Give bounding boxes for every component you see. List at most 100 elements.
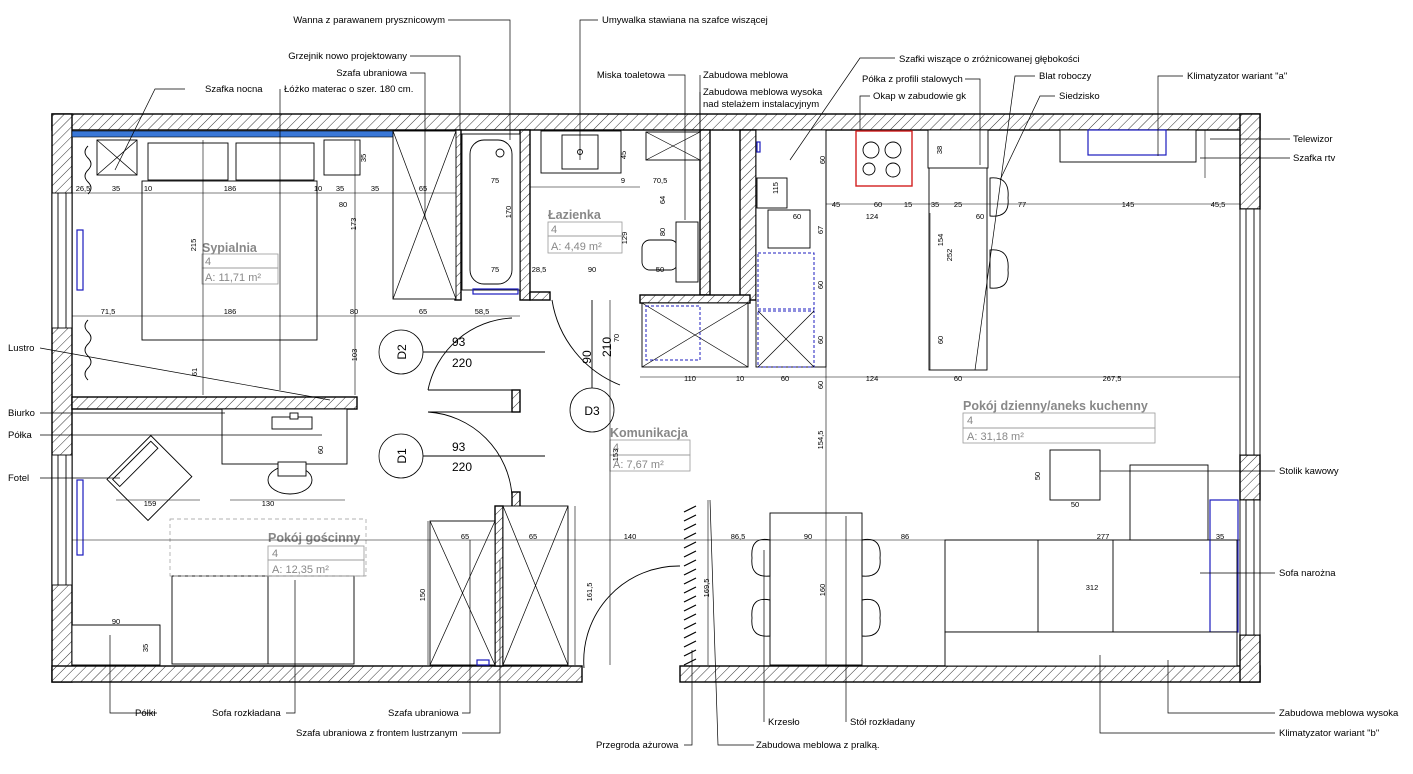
doors: D2 93 220 D1 93 220 D3 90 210 bbox=[378, 299, 681, 669]
svg-text:A: 4,49 m²: A: 4,49 m² bbox=[551, 241, 602, 253]
dimension-label: 10 bbox=[314, 184, 322, 193]
door-d2-height: 220 bbox=[452, 356, 472, 370]
svg-text:4: 4 bbox=[967, 415, 973, 427]
callout-siedzisko: Siedzisko bbox=[1059, 91, 1100, 102]
callout-zabudowa-pralka: Zabudowa meblowa z pralką. bbox=[756, 740, 880, 751]
callout-lozko: Łóżko materac o szer. 180 cm. bbox=[284, 84, 413, 95]
dimension-label: 50 bbox=[1071, 500, 1079, 509]
bathroom bbox=[461, 130, 701, 295]
bed bbox=[141, 180, 318, 341]
partition-slat bbox=[683, 631, 697, 639]
dimension-label: 145 bbox=[1122, 200, 1135, 209]
windows bbox=[51, 192, 1261, 636]
callout-klimatyzator-b: Klimatyzator wariant "b" bbox=[1279, 728, 1379, 739]
door-d2-label: D2 bbox=[395, 344, 409, 360]
room-label-goscinny: Pokój gościnny 4 A: 12,35 m² bbox=[169, 518, 367, 577]
dimension-label: 50 bbox=[1033, 472, 1042, 480]
partition-slat bbox=[683, 622, 697, 630]
dimension-label: 35 bbox=[336, 184, 344, 193]
dimension-label: 35 bbox=[371, 184, 379, 193]
callout-zabudowa-wysoka1: Zabudowa meblowa wysoka bbox=[703, 87, 823, 98]
room-label-lazienka: Łazienka 4 A: 4,49 m² bbox=[547, 208, 623, 254]
dimension-label: 90 bbox=[112, 617, 120, 626]
dimension-label: 215 bbox=[189, 239, 198, 252]
dimension-label: 160 bbox=[818, 584, 827, 597]
dimension-label: 312 bbox=[1086, 583, 1099, 592]
room-label-sypialnia: Sypialnia 4 A: 11,71 m² bbox=[201, 241, 279, 285]
dimension-label: 60 bbox=[874, 200, 882, 209]
room-label-dzienny: Pokój dzienny/aneks kuchenny 4 A: 31,18 … bbox=[962, 399, 1156, 444]
callout-labels: Wanna z parawanem prysznicowym Grzejnik … bbox=[8, 15, 1399, 751]
dimension-label: 65 bbox=[419, 184, 427, 193]
svg-text:Sypialnia: Sypialnia bbox=[202, 241, 258, 255]
svg-text:A: 12,35 m²: A: 12,35 m² bbox=[272, 564, 329, 576]
partition-slat bbox=[683, 658, 697, 666]
dimension-label: 103 bbox=[350, 349, 359, 362]
svg-text:Komunikacja: Komunikacja bbox=[610, 426, 689, 440]
nightstand-right bbox=[323, 139, 361, 176]
partition-slat bbox=[683, 640, 697, 648]
partition-slat bbox=[683, 514, 697, 522]
interior-walls bbox=[71, 129, 757, 667]
dimension-label: 130 bbox=[262, 499, 275, 508]
svg-text:4: 4 bbox=[551, 224, 557, 236]
dimension-label: 65 bbox=[419, 307, 427, 316]
hob bbox=[855, 130, 913, 187]
dimension-label: 60 bbox=[781, 374, 789, 383]
dimension-label: 110 bbox=[684, 374, 696, 383]
dimension-label: 186 bbox=[224, 307, 237, 316]
dimension-label: 186 bbox=[224, 184, 237, 193]
partition-slat bbox=[683, 532, 697, 540]
dimension-label: 154 bbox=[936, 234, 945, 247]
dimension-label: 70 bbox=[612, 334, 621, 342]
dimension-label: 35 bbox=[931, 200, 939, 209]
dimension-label: 252 bbox=[945, 249, 954, 262]
callout-sofa-narozna: Sofa narożna bbox=[1279, 568, 1336, 579]
door-d3-label: D3 bbox=[584, 404, 600, 418]
callout-stolik: Stolik kawowy bbox=[1279, 466, 1339, 477]
dimension-label: 45 bbox=[619, 151, 628, 159]
washer-cabinet bbox=[641, 302, 749, 368]
dimension-label: 60 bbox=[936, 336, 945, 344]
callout-miska: Miska toaletowa bbox=[597, 70, 666, 81]
door-d1-label: D1 bbox=[395, 448, 409, 464]
dimension-label: 161,5 bbox=[585, 583, 594, 602]
dimension-label: 80 bbox=[350, 307, 358, 316]
dimension-label: 169,5 bbox=[702, 579, 711, 598]
dimension-label: 35 bbox=[112, 184, 120, 193]
door-d1-height: 220 bbox=[452, 460, 472, 474]
callout-umywalka: Umywalka stawiana na szafce wiszącej bbox=[602, 15, 768, 26]
room-label-komunikacja: Komunikacja 4 A: 7,67 m² bbox=[609, 426, 691, 472]
dimension-label: 90 bbox=[804, 532, 812, 541]
dimension-label: 61 bbox=[190, 368, 199, 376]
callout-grzejnik: Grzejnik nowo projektowany bbox=[288, 51, 407, 62]
svg-text:Pokój dzienny/aneks kuchenny: Pokój dzienny/aneks kuchenny bbox=[963, 399, 1148, 413]
dimension-label: 75 bbox=[491, 176, 499, 185]
dimension-label: 35 bbox=[359, 154, 368, 162]
callout-wanna: Wanna z parawanem prysznicowym bbox=[293, 15, 445, 26]
corner-sofa bbox=[944, 539, 1238, 633]
callout-telewizor: Telewizor bbox=[1293, 134, 1333, 145]
tv-cabinet bbox=[1059, 129, 1197, 163]
partition-slat bbox=[683, 523, 697, 531]
callout-krzeslo: Krzesło bbox=[768, 717, 800, 728]
svg-text:Łazienka: Łazienka bbox=[548, 208, 602, 222]
svg-text:Pokój gościnny: Pokój gościnny bbox=[268, 531, 360, 545]
dimension-label: 67 bbox=[816, 226, 825, 234]
dimension-label: 75 bbox=[491, 265, 499, 274]
dimension-label: 60 bbox=[816, 281, 825, 289]
dimension-label: 154,5 bbox=[816, 431, 825, 450]
callout-szafa-lustro: Szafa ubraniowa z frontem lustrzanym bbox=[296, 728, 458, 739]
door-d3-width: 90 bbox=[580, 350, 594, 364]
dimension-label: 124 bbox=[866, 374, 879, 383]
svg-text:4: 4 bbox=[272, 548, 278, 560]
dimension-label: 150 bbox=[418, 589, 427, 602]
dimension-label: 80 bbox=[339, 200, 347, 209]
living-room bbox=[944, 129, 1239, 667]
dimension-label: 50 bbox=[656, 265, 664, 274]
kitchen bbox=[755, 129, 989, 666]
dimension-label: 10 bbox=[736, 374, 744, 383]
sofa-bed bbox=[171, 575, 355, 665]
bathtub bbox=[461, 133, 521, 291]
